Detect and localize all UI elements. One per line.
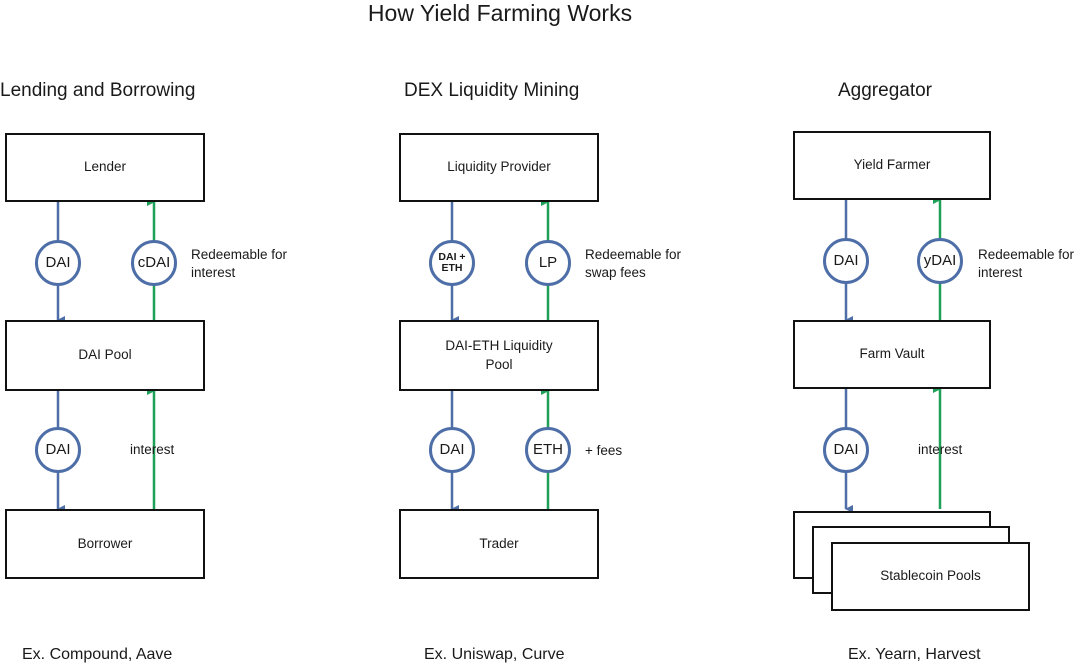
redeemable-note: Redeemable for interest — [191, 247, 288, 280]
yield-farmer-box: Yield Farmer — [793, 131, 991, 200]
column-heading-dex: DEX Liquidity Mining — [404, 80, 580, 101]
dai-token-circle: DAI — [35, 240, 81, 286]
diagram-title: How Yield Farming Works — [367, 0, 633, 26]
lp-token-circle: LP — [525, 240, 571, 286]
dai-eth-liquidity-pool-box: DAI-ETH Liquidity Pool — [399, 320, 599, 391]
redeemable-note: Redeemable for interest — [978, 247, 1075, 280]
column-heading-lending: Lending and Borrowing — [0, 80, 196, 101]
dai-token-circle: DAI — [823, 427, 869, 473]
dai-token-circle: DAI — [35, 427, 81, 473]
interest-label: interest — [130, 442, 175, 457]
column-heading-aggregator: Aggregator — [838, 80, 933, 101]
example-dex: Ex. Uniswap, Curve — [424, 646, 565, 663]
ydai-token-circle: yDAI — [917, 238, 963, 284]
example-lending: Ex. Compound, Aave — [22, 646, 173, 663]
interest-label: interest — [918, 442, 963, 457]
borrower-box: Borrower — [5, 509, 205, 579]
example-aggregator: Ex. Yearn, Harvest — [848, 646, 981, 663]
dai-eth-token-circle: DAI + ETH — [429, 240, 475, 286]
dai-pool-box: DAI Pool — [5, 320, 205, 391]
redeemable-note: Redeemable for swap fees — [585, 247, 682, 280]
farm-vault-box: Farm Vault — [793, 320, 991, 389]
lender-box: Lender — [5, 133, 205, 202]
trader-box: Trader — [399, 509, 599, 579]
cdai-token-circle: cDAI — [131, 240, 177, 286]
dai-token-circle: DAI — [823, 238, 869, 284]
fees-note: + fees — [585, 443, 623, 458]
stablecoin-pools-box: Stablecoin Pools — [831, 542, 1030, 611]
eth-token-circle: ETH — [525, 427, 571, 473]
liquidity-provider-box: Liquidity Provider — [399, 133, 599, 202]
dai-token-circle: DAI — [429, 427, 475, 473]
